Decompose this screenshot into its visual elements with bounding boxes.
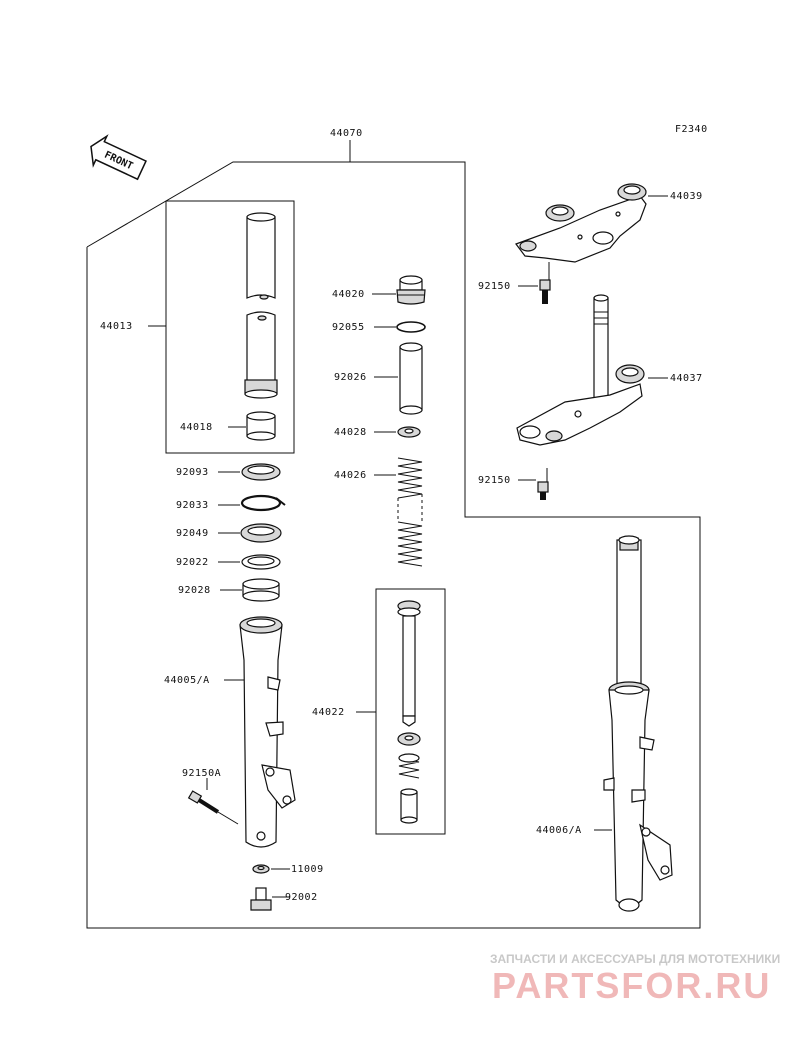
part-label-92033[interactable]: 92033 — [176, 500, 209, 511]
spacer-collar-part — [399, 342, 423, 415]
inner-tube-box — [165, 200, 295, 454]
washer-part — [241, 554, 281, 570]
assembly-outline — [86, 140, 701, 929]
part-label-44022[interactable]: 44022 — [312, 707, 345, 718]
fork-cap-part — [396, 275, 426, 305]
part-label-92022[interactable]: 92022 — [176, 557, 209, 568]
steering-stem-part — [516, 294, 645, 446]
part-label-44018[interactable]: 44018 — [180, 422, 213, 433]
outer-tube-right-part — [603, 535, 673, 912]
part-label-92002[interactable]: 92002 — [285, 892, 318, 903]
figure-code: F2340 — [675, 124, 708, 135]
retaining-clip-part — [240, 494, 286, 512]
fork-spring-part — [397, 457, 423, 567]
clamp-bolt-upper-part — [539, 262, 551, 304]
part-label-92026[interactable]: 92026 — [334, 372, 367, 383]
bushing-part — [246, 411, 276, 441]
part-label-92150a[interactable]: 92150A — [182, 768, 221, 779]
part-label-44037[interactable]: 44037 — [670, 373, 703, 384]
upper-triple-clamp-part — [515, 183, 647, 263]
axle-clamp-bolt-part — [187, 790, 239, 825]
spring-seat-part — [397, 426, 421, 438]
part-label-11009[interactable]: 11009 — [291, 864, 324, 875]
inner-tube-part — [244, 212, 278, 399]
part-label-44028[interactable]: 44028 — [334, 427, 367, 438]
o-ring-part — [396, 321, 426, 333]
part-label-44013[interactable]: 44013 — [100, 321, 133, 332]
outer-tube-left-part — [239, 616, 296, 848]
front-arrow-icon: FRONT — [90, 134, 147, 181]
part-label-44070[interactable]: 44070 — [330, 128, 363, 139]
clamp-bolt-lower-part — [537, 468, 549, 500]
part-label-92055[interactable]: 92055 — [332, 322, 365, 333]
watermark-tagline: ЗАПЧАСТИ И АКСЕССУАРЫ ДЛЯ МОТОТЕХНИКИ — [490, 952, 780, 966]
part-label-44026[interactable]: 44026 — [334, 470, 367, 481]
part-label-44006a[interactable]: 44006/A — [536, 825, 582, 836]
part-label-92049[interactable]: 92049 — [176, 528, 209, 539]
part-label-44005a[interactable]: 44005/A — [164, 675, 210, 686]
watermark-logo: PARTSFOR.RU — [492, 965, 771, 1006]
drain-bolt-part — [250, 887, 272, 911]
part-label-92028[interactable]: 92028 — [178, 585, 211, 596]
part-label-92150-bottom[interactable]: 92150 — [478, 475, 511, 486]
drain-washer-part — [252, 864, 270, 874]
dust-seal-part — [241, 463, 281, 481]
part-label-92150-top[interactable]: 92150 — [478, 281, 511, 292]
outer-bushing-part — [242, 578, 280, 602]
damper-rod-part — [397, 600, 421, 824]
part-label-92093[interactable]: 92093 — [176, 467, 209, 478]
part-label-44020[interactable]: 44020 — [332, 289, 365, 300]
part-label-44039[interactable]: 44039 — [670, 191, 703, 202]
oil-seal-part — [240, 523, 282, 543]
